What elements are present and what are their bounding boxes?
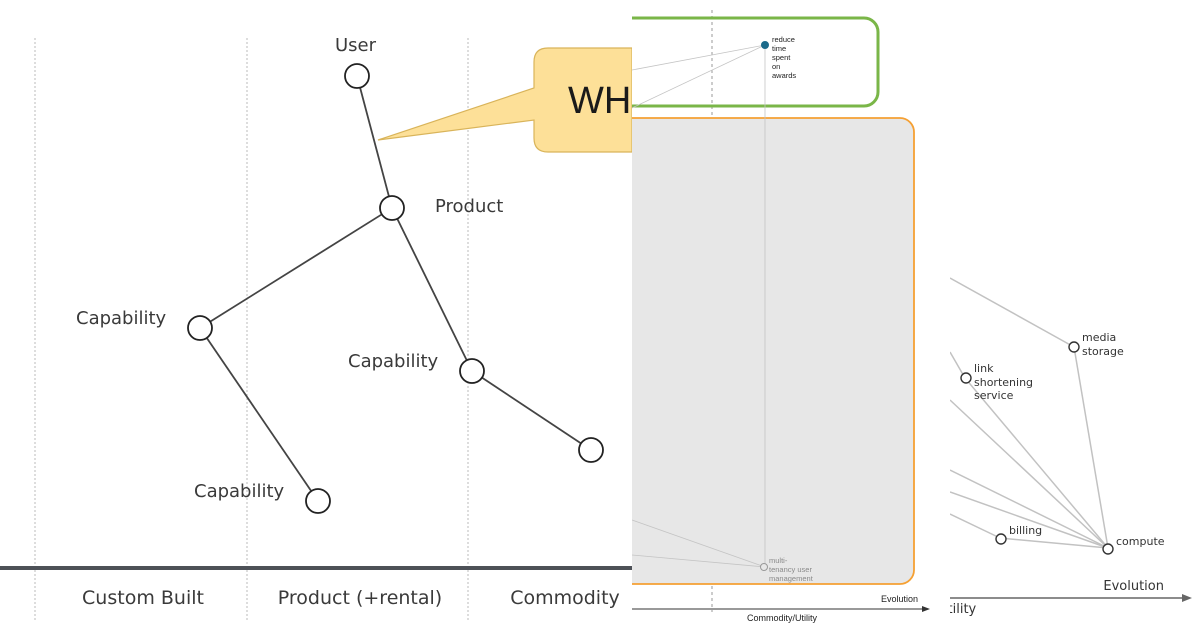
component-label-line: reduce [772,35,795,44]
component-label-line: awards [772,71,796,80]
component-link-shortening[interactable] [960,372,972,384]
connector-line [632,44,766,109]
connector-line [964,377,1109,549]
edge-product-capability [391,207,473,372]
label-capability: Capability [348,351,439,372]
green-group-box [632,16,880,108]
node-capability[interactable] [187,315,213,341]
component-label-line: time [772,44,786,53]
connector-line [632,554,766,568]
node-unlabeled[interactable] [578,437,604,463]
label-product: Product [435,196,503,217]
component-dot-reduce-time[interactable] [761,41,769,49]
connector-line [999,537,1109,549]
component-label-line: media [1082,331,1116,344]
stage-label-commodity: Commodity [510,587,620,609]
component-media-storage[interactable] [1068,341,1080,353]
component-label-line: tenancy user [769,565,812,574]
callout-text: WH [568,80,631,122]
edge-product-capability [199,207,393,329]
left-map-panel: WH User Product Capability Capability Ca… [0,35,632,620]
component-label-line: storage [1082,345,1124,358]
stage-label-custom-built: Custom Built [82,587,204,609]
component-label-line: multi- [769,556,788,565]
edge-user-product [356,75,393,209]
axis-label-evolution: Evolution [1103,579,1164,594]
component-label-line: spent [772,53,791,62]
right-map-panel: media storage link shortening service bi… [950,0,1200,630]
component-label-line: shortening [974,376,1033,389]
node-product[interactable] [379,195,405,221]
connector-line [950,513,1001,539]
component-label-billing: billing [1009,524,1042,537]
callout-bubble [377,47,632,153]
stage-label-product: Product (+rental) [278,587,442,609]
stage-label-utility: Utility [950,602,977,617]
component-label-line: service [974,389,1014,402]
left-map-svg: WH User Product Capability Capability Ca… [0,35,632,620]
component-label-compute: compute [1116,535,1165,548]
connector-line [632,44,766,71]
connector-line [950,491,1109,549]
right-map-svg: media storage link shortening service bi… [950,277,1192,617]
component-billing[interactable] [995,533,1007,545]
component-label-line: on [772,62,780,71]
edge-capability-capability [199,327,319,502]
middle-map-svg: reduce time spent on awards multi- tenan… [632,10,930,623]
connector-line [950,399,1109,549]
label-capability: Capability [76,308,167,329]
orange-group-box [632,117,915,585]
component-label-line: link [974,362,994,375]
component-label-line: management [769,574,814,583]
connector-line [1073,346,1109,549]
axis-label-evolution: Evolution [881,594,918,604]
connector-line [950,277,1075,348]
middle-map-panel: reduce time spent on awards multi- tenan… [632,0,950,630]
label-user: User [335,35,377,56]
map-edges [199,75,592,502]
node-capability[interactable] [305,488,331,514]
node-user[interactable] [344,63,370,89]
component-compute[interactable] [1102,543,1114,555]
node-capability[interactable] [459,358,485,384]
edge-capability-node [471,370,592,451]
label-capability: Capability [194,481,285,502]
component-dot-multi-tenancy[interactable] [760,563,768,571]
connector-line [632,519,766,568]
stage-label-commodity-utility: Commodity/Utility [747,613,818,623]
axis-arrow-icon [1182,594,1192,602]
connector-line [950,469,1109,549]
axis-arrow-icon [922,606,930,612]
